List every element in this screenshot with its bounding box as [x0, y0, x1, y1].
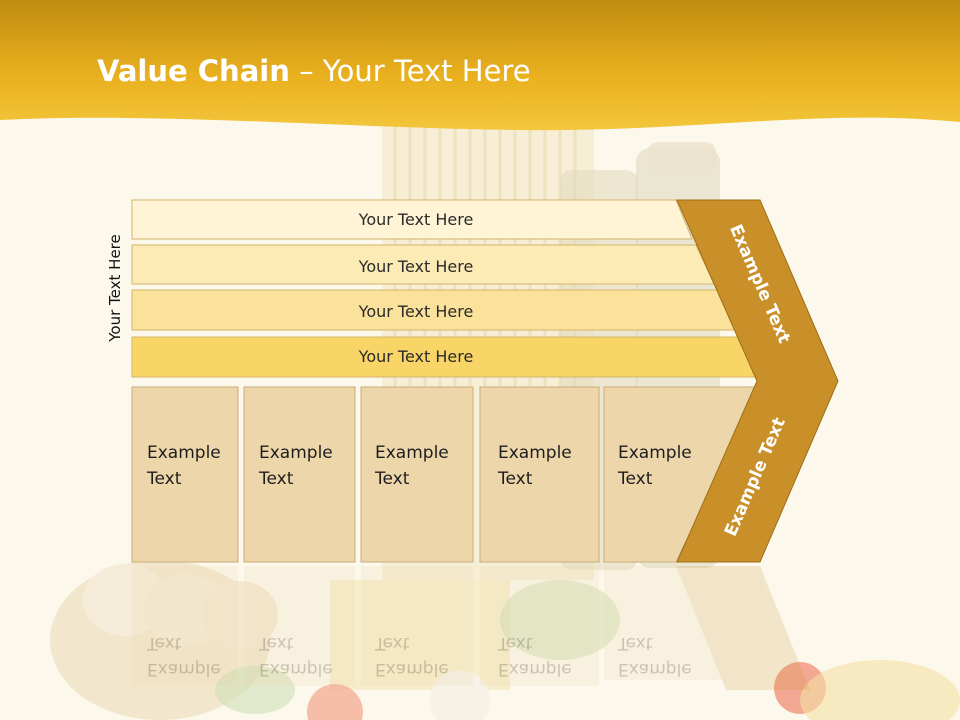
row-bar-1 [131, 199, 693, 240]
row-label-3: Your Text Here [358, 302, 474, 321]
column-box-4 [479, 386, 600, 563]
column-3-line1: Example [375, 443, 449, 463]
column-box-1 [131, 386, 239, 563]
column-5-line2: Text [618, 469, 653, 489]
column-3-line2: Text [375, 469, 410, 489]
column-box-3 [360, 386, 474, 563]
title-bold: Value Chain [97, 54, 290, 88]
column-box-5 [603, 386, 761, 563]
column-2-line2: Text [259, 469, 294, 489]
column-2-line1: Example [259, 443, 333, 463]
column-1-line1: Example [147, 443, 221, 463]
column-4-line1: Example [498, 443, 572, 463]
column-4-line2: Text [498, 469, 533, 489]
row-label-1: Your Text Here [358, 210, 474, 229]
column-text-1: Example Text [147, 440, 221, 492]
slide-title: Value Chain – Your Text Here [97, 54, 531, 88]
column-text-3: Example Text [375, 440, 449, 492]
title-rest: – Your Text Here [289, 54, 531, 88]
header-band [0, 0, 960, 131]
column-text-2: Example Text [259, 440, 333, 492]
row-label-4: Your Text Here [358, 347, 474, 366]
chevron-arrow [676, 199, 839, 563]
column-text-4: Example Text [498, 440, 572, 492]
column-1-line2: Text [147, 469, 182, 489]
row-label-2: Your Text Here [358, 257, 474, 276]
column-box-2 [243, 386, 356, 563]
column-text-5: Example Text [618, 440, 692, 492]
column-5-line1: Example [618, 443, 692, 463]
